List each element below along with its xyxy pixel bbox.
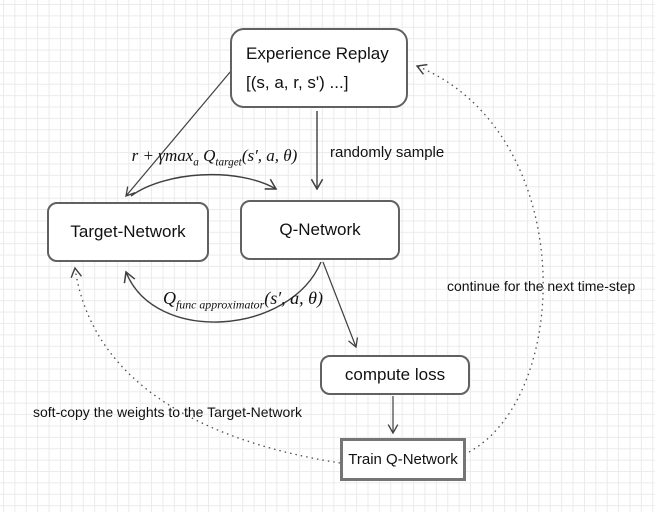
node-train-q-network: Train Q-Network [340,438,466,481]
compute-loss-label: compute loss [344,365,446,384]
formula-qfunc-sub: func approximator [175,297,265,312]
formula-q-func-approximator: Qfunc approximator(s′, a, θ) [153,288,333,312]
label-soft-copy-weights: soft-copy the weights to the Target-Netw… [33,404,302,420]
target-network-label: Target-Network [70,222,186,241]
formula-qfunc-q: Q [162,288,176,308]
formula-target-sub-a: a [193,156,199,169]
q-network-label: Q-Network [279,220,361,239]
formula-target-value: r + γmaxa Qtarget(s′, a, θ) [112,146,317,169]
train-q-network-label: Train Q-Network [348,451,458,468]
arrow-experience-to-target [125,70,232,198]
formula-target-mid: Q [198,146,216,165]
arrow-target-to-qnetwork [130,173,278,197]
formula-qfunc-args: (s′, a, θ) [264,288,324,308]
node-experience-replay: Experience Replay [(s, a, r, s') ...] [230,28,408,108]
node-q-network: Q-Network [240,200,400,260]
experience-replay-title: Experience Replay [246,44,389,63]
label-randomly-sample: randomly sample [330,144,445,161]
experience-replay-tuple: [(s, a, r, s') ...] [246,73,349,92]
formula-target-sub-target: target [215,156,242,169]
formula-target-args: (s′, a, θ) [241,146,298,165]
node-target-network: Target-Network [47,202,209,262]
label-continue-next-time-step: continue for the next time-step [447,278,636,294]
node-compute-loss: compute loss [320,355,470,395]
formula-target-pre: r + γmax [131,146,194,165]
